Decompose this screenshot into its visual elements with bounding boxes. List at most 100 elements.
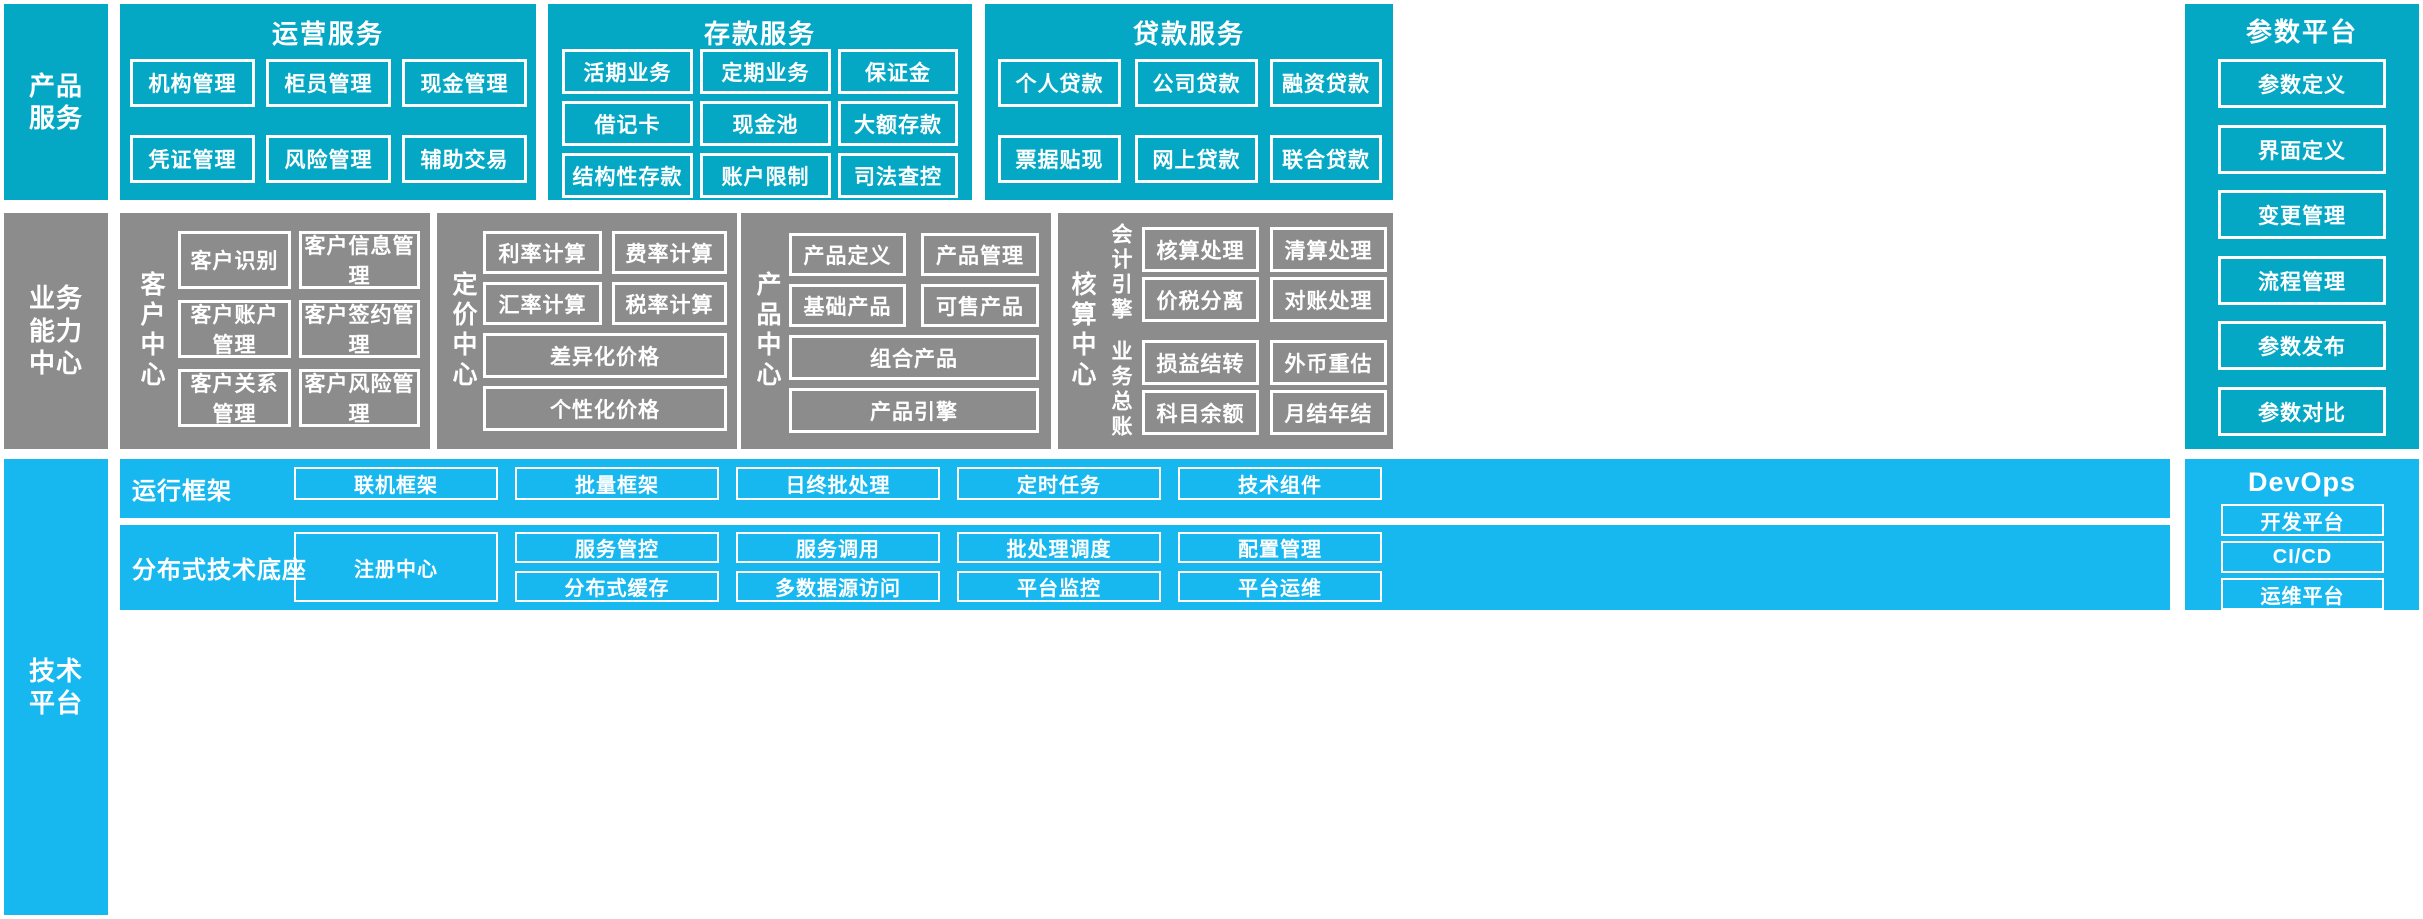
band-runtime-framework: 运行框架 联机框架 批量框架 日终批处理 定时任务 技术组件 — [120, 459, 2170, 518]
tile-kehu-zhanghu-guanli[interactable]: 客户账户管理 — [178, 300, 291, 358]
tile-kehu-shibie[interactable]: 客户识别 — [178, 231, 291, 289]
group-title-operation-service: 运营服务 — [271, 19, 384, 49]
tile-sifa-chakong[interactable]: 司法查控 — [838, 153, 958, 198]
layer-spine-label: 业务 能力 中心 — [28, 283, 83, 379]
tile-yunwei-pingtai[interactable]: 运维平台 — [2221, 578, 2384, 610]
tile-chayihua-jiage[interactable]: 差异化价格 — [483, 333, 727, 378]
tile-kemu-yue[interactable]: 科目余额 — [1142, 390, 1259, 435]
center-label-pricing: 定价中心 — [449, 271, 477, 391]
group-devops: DevOps 开发平台 CI/CD 运维平台 — [2185, 459, 2419, 610]
tile-fengxian-guanli[interactable]: 风险管理 — [266, 135, 391, 183]
tile-xianjinchi[interactable]: 现金池 — [700, 101, 831, 146]
tile-pichuli-diaodu[interactable]: 批处理调度 — [957, 532, 1161, 563]
group-title-parameter-platform: 参数平台 — [2245, 17, 2358, 47]
tile-chanpin-yinqing[interactable]: 产品引擎 — [789, 388, 1039, 433]
center-label-customer: 客户中心 — [137, 271, 165, 391]
tile-huoqi-yewu[interactable]: 活期业务 — [562, 49, 693, 94]
layer-spine-label: 技术 平台 — [28, 655, 83, 719]
tile-canshu-duibi[interactable]: 参数对比 — [2218, 387, 2386, 436]
tile-lianji-kuangjia[interactable]: 联机框架 — [294, 467, 498, 500]
center-customer: 客户中心 客户识别 客户信息管理 客户账户管理 客户签约管理 客户关系管理 客户… — [120, 213, 430, 449]
sublabel-general-ledger: 业务总账 — [1109, 339, 1132, 440]
center-label-product: 产品中心 — [753, 271, 781, 391]
tile-piliang-kuangjia[interactable]: 批量框架 — [515, 467, 719, 500]
center-label-accounting: 核算中心 — [1068, 271, 1096, 391]
tile-kehu-fengxian-guanli[interactable]: 客户风险管理 — [299, 369, 420, 427]
layer-spine-product-service: 产品 服务 — [4, 4, 108, 200]
tile-gongsi-daikuan[interactable]: 公司贷款 — [1135, 59, 1258, 107]
band-label-runtime-framework: 运行框架 — [132, 478, 232, 505]
tile-ci-cd[interactable]: CI/CD — [2221, 541, 2384, 573]
tile-pingtai-yunwei[interactable]: 平台运维 — [1178, 571, 1382, 602]
tile-rizhong-pichuli[interactable]: 日终批处理 — [736, 467, 940, 500]
tile-zhuce-zhongxin[interactable]: 注册中心 — [294, 532, 498, 602]
group-parameter-platform: 参数平台 参数定义 界面定义 变更管理 流程管理 参数发布 参数对比 — [2185, 4, 2419, 449]
tile-shuilv-jisuan[interactable]: 税率计算 — [612, 282, 727, 325]
group-operation-service: 运营服务 机构管理 柜员管理 现金管理 凭证管理 风险管理 辅助交易 — [120, 4, 536, 200]
tile-guiyuan-guanli[interactable]: 柜员管理 — [266, 59, 391, 107]
tile-xianjin-guanli[interactable]: 现金管理 — [402, 59, 527, 107]
group-deposit-service: 存款服务 活期业务 定期业务 保证金 借记卡 现金池 大额存款 结构性存款 账户… — [548, 4, 972, 200]
tile-gexinghua-jiage[interactable]: 个性化价格 — [483, 386, 727, 431]
tile-peizhi-guanli[interactable]: 配置管理 — [1178, 532, 1382, 563]
tile-hesuan-chuli[interactable]: 核算处理 — [1142, 227, 1259, 272]
band-distributed-foundation: 分布式技术底座 注册中心 服务管控 服务调用 批处理调度 配置管理 分布式缓存 … — [120, 525, 2170, 610]
tile-sunyi-jiezhuan[interactable]: 损益结转 — [1142, 340, 1259, 385]
tile-feilv-jisuan[interactable]: 费率计算 — [612, 231, 727, 274]
tile-zuhe-chanpin[interactable]: 组合产品 — [789, 335, 1039, 380]
group-title-devops: DevOps — [2247, 467, 2357, 497]
group-loan-service: 贷款服务 个人贷款 公司贷款 融资贷款 票据贴现 网上贷款 联合贷款 — [985, 4, 1393, 200]
sublabel-accounting-engine: 会计引擎 — [1109, 223, 1132, 323]
tile-chanpin-dingyi[interactable]: 产品定义 — [789, 233, 906, 276]
tile-pingzheng-guanli[interactable]: 凭证管理 — [130, 135, 255, 183]
center-pricing: 定价中心 利率计算 费率计算 汇率计算 税率计算 差异化价格 个性化价格 — [437, 213, 737, 449]
band-label-distributed-foundation: 分布式技术底座 — [132, 557, 307, 584]
group-title-loan-service: 贷款服务 — [1132, 19, 1245, 49]
tile-canshu-fabu[interactable]: 参数发布 — [2218, 321, 2386, 370]
tile-duoshujuyuan-fangwen[interactable]: 多数据源访问 — [736, 571, 940, 602]
tile-geren-daikuan[interactable]: 个人贷款 — [998, 59, 1121, 107]
tile-liucheng-guanli[interactable]: 流程管理 — [2218, 256, 2386, 305]
tile-jichu-chanpin[interactable]: 基础产品 — [789, 284, 906, 327]
tile-piaoju-tiexian[interactable]: 票据贴现 — [998, 135, 1121, 183]
tile-jiegouxing-cunkuan[interactable]: 结构性存款 — [562, 153, 693, 198]
tile-kehu-guanxi-guanli[interactable]: 客户关系管理 — [178, 369, 291, 427]
tile-huilv-jisuan[interactable]: 汇率计算 — [483, 282, 602, 325]
tile-jigou-guanli[interactable]: 机构管理 — [130, 59, 255, 107]
layer-spine-business-capability: 业务 能力 中心 — [4, 213, 108, 449]
tile-fuwu-guankong[interactable]: 服务管控 — [515, 532, 719, 563]
tile-yuejie-nianjie[interactable]: 月结年结 — [1270, 390, 1387, 435]
tile-qingsuan-chuli[interactable]: 清算处理 — [1270, 227, 1387, 272]
layer-spine-label: 产品 服务 — [28, 70, 83, 134]
tile-baozhengjin[interactable]: 保证金 — [838, 49, 958, 94]
center-product: 产品中心 产品定义 产品管理 基础产品 可售产品 组合产品 产品引擎 — [741, 213, 1051, 449]
tile-jiemian-dingyi[interactable]: 界面定义 — [2218, 125, 2386, 174]
tile-wangshang-daikuan[interactable]: 网上贷款 — [1135, 135, 1258, 183]
tile-jijika[interactable]: 借记卡 — [562, 101, 693, 146]
tile-zhanghu-xianzhi[interactable]: 账户限制 — [700, 153, 831, 198]
tile-lianhe-daikuan[interactable]: 联合贷款 — [1270, 135, 1382, 183]
tile-waibi-chonggu[interactable]: 外币重估 — [1270, 340, 1387, 385]
tile-chanpin-guanli[interactable]: 产品管理 — [921, 233, 1039, 276]
tile-kehu-xinxi-guanli[interactable]: 客户信息管理 — [299, 231, 420, 289]
tile-fuzhu-jiaoyi[interactable]: 辅助交易 — [402, 135, 527, 183]
tile-lilv-jisuan[interactable]: 利率计算 — [483, 231, 602, 274]
tile-jiashui-fenli[interactable]: 价税分离 — [1142, 277, 1259, 322]
tile-kaifa-pingtai[interactable]: 开发平台 — [2221, 504, 2384, 536]
group-title-deposit-service: 存款服务 — [703, 19, 816, 49]
tile-keshou-chanpin[interactable]: 可售产品 — [921, 284, 1039, 327]
tile-dae-cunkuan[interactable]: 大额存款 — [838, 101, 958, 146]
tile-jishu-zujian[interactable]: 技术组件 — [1178, 467, 1382, 500]
tile-canshu-dingyi[interactable]: 参数定义 — [2218, 59, 2386, 108]
tile-duizhang-chuli[interactable]: 对账处理 — [1270, 277, 1387, 322]
tile-fenbushi-huancun[interactable]: 分布式缓存 — [515, 571, 719, 602]
tile-pingtai-jiankong[interactable]: 平台监控 — [957, 571, 1161, 602]
tile-fuwu-diaoyong[interactable]: 服务调用 — [736, 532, 940, 563]
tile-rongzi-daikuan[interactable]: 融资贷款 — [1270, 59, 1382, 107]
tile-dingshi-renwu[interactable]: 定时任务 — [957, 467, 1161, 500]
layer-spine-technical-platform: 技术 平台 — [4, 459, 108, 915]
tile-dingqi-yewu[interactable]: 定期业务 — [700, 49, 831, 94]
tile-kehu-qianyue-guanli[interactable]: 客户签约管理 — [299, 300, 420, 358]
tile-biangeng-guanli[interactable]: 变更管理 — [2218, 190, 2386, 239]
